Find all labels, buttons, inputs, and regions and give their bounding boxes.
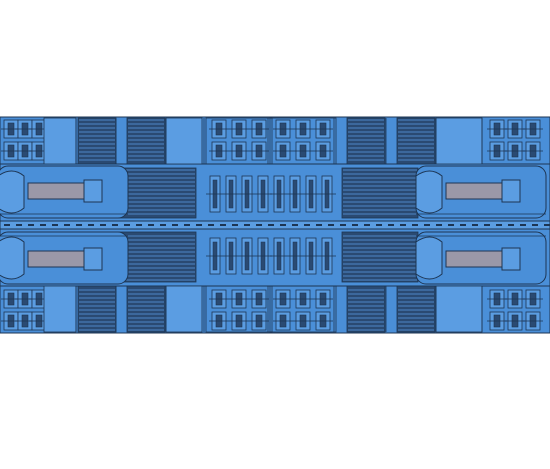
bottom-endcap-left-lobe <box>0 236 25 280</box>
top-endcap-right-gray-bar <box>445 182 509 200</box>
top-endcap-left <box>0 165 129 219</box>
top-hatch-1-block <box>77 117 117 165</box>
rail-dash <box>400 224 406 226</box>
rail-dash <box>316 224 322 226</box>
rail-dash <box>388 224 394 226</box>
rail-dash <box>208 224 214 226</box>
top-logic-a-frame <box>205 117 273 165</box>
rail-dash <box>244 224 250 226</box>
rail-dash <box>172 224 178 226</box>
bottom-hatch-2-block <box>126 285 166 333</box>
bottom-endcap-right-gray-bar <box>445 250 509 268</box>
top-hatch-2-block <box>126 117 166 165</box>
rail-dash <box>148 224 154 226</box>
rail-dash <box>268 224 274 226</box>
bottom-endcap-right <box>415 231 547 285</box>
rail-dash <box>88 224 94 226</box>
rail-dash <box>136 224 142 226</box>
bottom-hatch-4-block <box>396 285 436 333</box>
bottom-hatch-3-block <box>346 285 386 333</box>
bottom-hatch-low-2-block <box>341 231 419 283</box>
rail-dash <box>364 224 370 226</box>
rail-dash <box>220 224 226 226</box>
rail-dash <box>64 224 70 226</box>
rail-dash <box>472 224 478 226</box>
rail-dash <box>52 224 58 226</box>
top-pad-mid-1 <box>165 117 203 165</box>
rail-dash <box>160 224 166 226</box>
rail-dash <box>424 224 430 226</box>
rail-dash <box>100 224 106 226</box>
top-hatch-low-2-block <box>341 167 419 219</box>
bottom-endcap-right-lobe <box>415 236 443 280</box>
rail-dash <box>76 224 82 226</box>
rail-dash <box>532 224 538 226</box>
rail-dash <box>340 224 346 226</box>
rail-dash <box>376 224 382 226</box>
rail-dash <box>124 224 130 226</box>
rail-dash <box>508 224 514 226</box>
bottom-pad-mid-2 <box>435 285 483 333</box>
bottom-logic-a-frame <box>205 285 273 333</box>
rail-dash <box>4 224 10 226</box>
top-endcap-right <box>415 165 547 219</box>
bottom-hatch-1-block <box>77 285 117 333</box>
rail-dash <box>412 224 418 226</box>
rail-dash <box>544 224 550 226</box>
bottom-half <box>0 231 550 333</box>
rail-dash <box>232 224 238 226</box>
rail-dash <box>496 224 502 226</box>
rail-body <box>0 220 550 230</box>
rail-dash <box>280 224 286 226</box>
rail-dash <box>196 224 202 226</box>
rail-dash <box>16 224 22 226</box>
bottom-endcap-left-pad <box>83 247 103 271</box>
bottom-endcap-right-pad <box>501 247 521 271</box>
rail-dash <box>484 224 490 226</box>
rail-dash <box>328 224 334 226</box>
top-endcap-left-gray-bar <box>27 182 91 200</box>
bottom-pad-mid-1 <box>165 285 203 333</box>
center-rail <box>0 116 550 334</box>
rail-dash <box>40 224 46 226</box>
rail-dash <box>256 224 262 226</box>
top-endcap-left-pad <box>83 179 103 203</box>
rail-dash <box>28 224 34 226</box>
rail-dash <box>112 224 118 226</box>
top-endcap-right-lobe <box>415 170 443 214</box>
rail-dash <box>184 224 190 226</box>
top-half <box>0 117 550 219</box>
rail-dash <box>436 224 442 226</box>
rail-dash <box>304 224 310 226</box>
rail-dash <box>352 224 358 226</box>
bottom-endcap-left-gray-bar <box>27 250 91 268</box>
top-endcap-left-lobe <box>0 170 25 214</box>
rail-dash <box>520 224 526 226</box>
rail-dash <box>292 224 298 226</box>
bottom-endcap-left <box>0 231 129 285</box>
top-pad-mid-2 <box>435 117 483 165</box>
bottom-logic-b-frame <box>269 285 337 333</box>
bottom-left-pad <box>43 285 77 333</box>
top-left-pad <box>43 117 77 165</box>
rail-dash <box>460 224 466 226</box>
top-hatch-4-block <box>396 117 436 165</box>
rail-dash <box>448 224 454 226</box>
top-hatch-3-block <box>346 117 386 165</box>
top-logic-b-frame <box>269 117 337 165</box>
top-endcap-right-pad <box>501 179 521 203</box>
